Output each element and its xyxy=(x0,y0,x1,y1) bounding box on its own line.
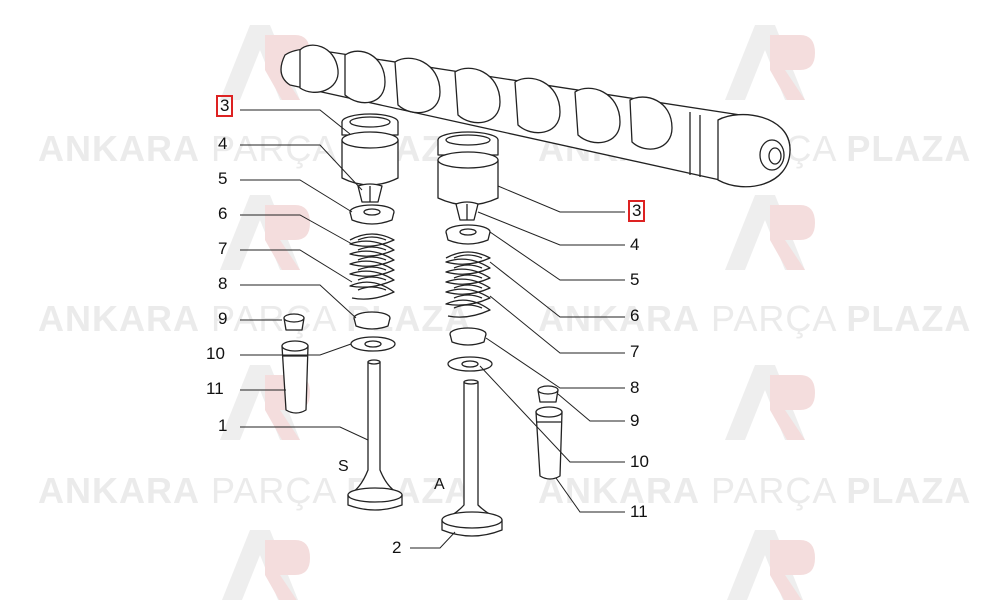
right-valve-guide xyxy=(535,406,563,480)
right-spring-seat xyxy=(449,327,487,346)
callout-bottom-2: 2 xyxy=(392,538,402,557)
callout-left-10: 10 xyxy=(206,344,225,363)
valve-letter-intake: A xyxy=(434,476,445,493)
callout-left-4: 4 xyxy=(218,134,228,153)
callout-left-5: 5 xyxy=(218,169,228,188)
left-spring-cap xyxy=(349,204,395,225)
watermark-text: ANKARA PARÇA PLAZA xyxy=(38,298,472,339)
watermark-logo xyxy=(222,530,310,600)
watermark-text: ANKARA PARÇA PLAZA xyxy=(538,298,972,339)
callout-left-8: 8 xyxy=(218,274,228,293)
valve-letter-exhaust: S xyxy=(338,458,349,475)
left-valve-springs xyxy=(349,233,395,300)
callout-left-1: 1 xyxy=(218,416,228,435)
left-valve-guide xyxy=(281,340,309,414)
callout-left-7: 7 xyxy=(218,239,228,258)
callout-right-8: 8 xyxy=(630,378,640,397)
left-spring-seat xyxy=(353,311,391,330)
camshaft xyxy=(280,44,791,188)
callout-left-6: 6 xyxy=(218,204,228,223)
callout-right-11: 11 xyxy=(630,502,648,521)
callout-left-3: 3 xyxy=(216,95,234,117)
left-washer xyxy=(350,336,396,352)
callout-right-9: 9 xyxy=(630,411,640,430)
right-valve xyxy=(441,379,503,537)
right-valve-springs xyxy=(445,251,491,318)
callout-left-11: 11 xyxy=(206,379,224,398)
left-valve-cotters xyxy=(357,183,383,203)
callout-right-5: 5 xyxy=(630,270,640,289)
watermark-text: ANKARA PARÇA PLAZA xyxy=(538,470,972,511)
right-washer xyxy=(447,356,493,372)
left-tappet xyxy=(341,113,399,186)
watermark-logo xyxy=(220,195,310,270)
right-spring-cap xyxy=(445,224,491,245)
left-valve xyxy=(347,359,403,511)
callout-right-4: 4 xyxy=(630,235,640,254)
callout-right-6: 6 xyxy=(630,306,640,325)
callout-left-9: 9 xyxy=(218,309,228,328)
watermark-logo xyxy=(725,195,815,270)
right-valve-seal xyxy=(537,385,559,403)
callout-right-3: 3 xyxy=(628,200,646,222)
callout-right-10: 10 xyxy=(630,452,649,471)
watermark-logo xyxy=(725,365,815,440)
right-valve-cotters xyxy=(455,201,479,221)
leader-lines xyxy=(240,109,625,549)
right-tappet xyxy=(437,131,499,206)
watermark-text: ANKARA PARÇA PLAZA xyxy=(38,470,472,511)
callout-right-7: 7 xyxy=(630,342,640,361)
watermark-logo xyxy=(725,25,815,100)
left-valve-seal xyxy=(283,313,305,331)
watermark-logo xyxy=(727,530,815,600)
